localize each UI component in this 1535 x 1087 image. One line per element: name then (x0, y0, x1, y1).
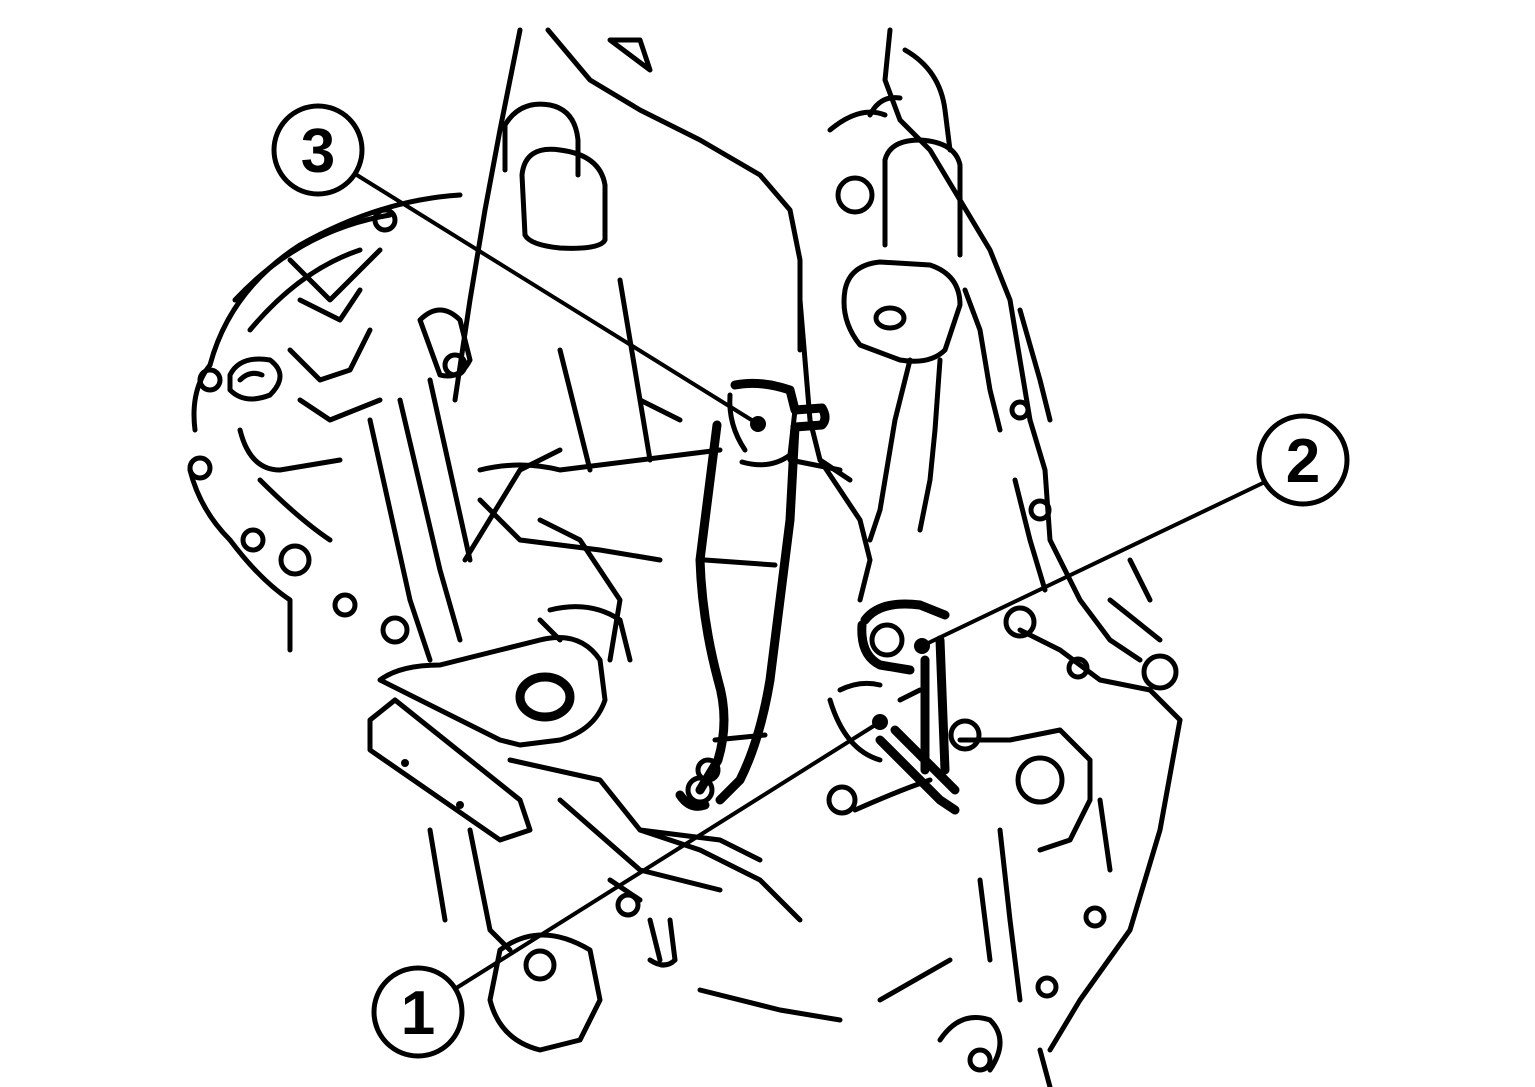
leader-dot-1 (872, 714, 888, 730)
callout-label-2: 2 (1286, 427, 1320, 496)
callout-label-1: 1 (401, 979, 435, 1048)
leader-dot-2 (914, 638, 930, 654)
leader-line-2 (921, 480, 1266, 648)
lever-bracket (826, 599, 960, 816)
release-fork (675, 378, 830, 811)
callout-3: 3 (271, 103, 365, 197)
callout-1: 1 (371, 965, 465, 1059)
transmission-housing (187, 27, 1183, 1087)
leader-line-3 (350, 170, 760, 426)
leader-line-1 (448, 720, 882, 994)
callout-2: 2 (1256, 413, 1350, 507)
callout-label-3: 3 (301, 117, 335, 186)
leader-dot-3 (750, 416, 766, 432)
